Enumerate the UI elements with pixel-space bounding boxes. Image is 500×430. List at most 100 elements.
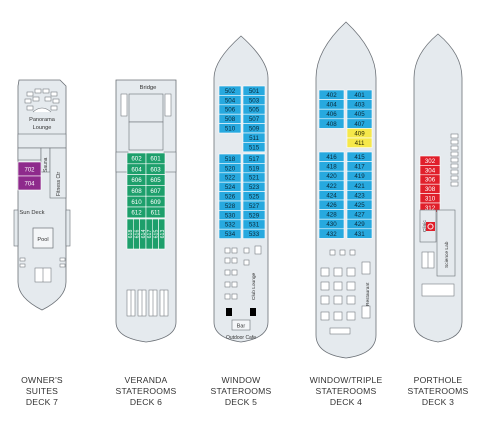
cabin-label: 614 <box>141 230 147 239</box>
cabin-label: 430 <box>326 221 337 228</box>
deck-6-caption-line: VERANDA <box>124 375 168 385</box>
cabin-408[interactable] <box>318 118 345 129</box>
cabin-label: 531 <box>249 222 260 229</box>
cabin-label: 607 <box>150 188 161 195</box>
pool <box>32 227 54 249</box>
cabin-label: 508 <box>225 116 236 123</box>
pool-label: Pool <box>37 237 48 243</box>
deck-3-caption-line: PORTHOLE <box>413 375 463 385</box>
cabin-label: 616 <box>134 230 140 239</box>
cabin-label: 609 <box>150 199 161 206</box>
cabin-611[interactable] <box>145 206 166 219</box>
cabin-label: 532 <box>225 222 236 229</box>
deck-4-caption-line: WINDOW/TRIPLE <box>309 375 383 385</box>
cabin-label: 404 <box>326 102 337 109</box>
cabin-label: 527 <box>249 203 260 210</box>
deck-3-caption: PORTHOLE STATEROOMS DECK 3 <box>393 375 483 408</box>
cabin-label: 608 <box>131 188 142 195</box>
deck-4-caption-line: DECK 4 <box>329 397 363 407</box>
deck-4-caption: WINDOW/TRIPLE STATEROOMS DECK 4 <box>301 375 391 408</box>
cabin-label: 419 <box>354 173 365 180</box>
cabin-label: 503 <box>249 97 260 104</box>
deck-6-caption-line: STATEROOMS <box>115 386 177 396</box>
cabin-613[interactable] <box>158 218 166 250</box>
deck-7-plan: Panorama Lounge Sauna Fitness Ctr 702 70… <box>13 79 71 311</box>
panorama-lounge-seating <box>24 88 60 113</box>
cabin-label: 526 <box>225 194 236 201</box>
cabin-label: 606 <box>131 177 142 184</box>
cabin-label: 601 <box>150 156 161 163</box>
cabin-label: 501 <box>249 88 260 95</box>
cabin-label: 704 <box>24 182 35 188</box>
cabin-label: 506 <box>225 107 236 114</box>
deck-7-caption: OWNER'S SUITES DECK 7 <box>0 375 87 408</box>
clinic-label: Clinic <box>422 220 428 232</box>
outdoor-cafe-label: Outdoor Cafe <box>226 335 256 341</box>
cabin-label: 401 <box>354 92 365 99</box>
cabin-label: 426 <box>326 202 337 209</box>
bar-label: Bar <box>237 324 246 330</box>
cabin-label: 522 <box>225 175 236 182</box>
cabin-label: 615 <box>153 230 159 239</box>
cabin-515[interactable] <box>242 142 266 153</box>
cabin-label: 524 <box>225 184 236 191</box>
panorama-label: Panorama <box>29 117 56 123</box>
bridge-label: Bridge <box>140 85 157 91</box>
cabin-label: 415 <box>354 154 365 161</box>
lounge-label: Lounge <box>33 125 52 131</box>
cabin-label: 427 <box>354 212 365 219</box>
cabin-label: 617 <box>147 230 153 239</box>
cabin-label: 529 <box>249 212 260 219</box>
deck-6-caption-line: DECK 6 <box>129 397 163 407</box>
deck-6-caption: VERANDA STATEROOMS DECK 6 <box>101 375 191 408</box>
sauna-label: Sauna <box>43 157 49 172</box>
cabin-label: 510 <box>225 126 236 133</box>
cabin-label: 504 <box>225 97 236 104</box>
cabin-label: 528 <box>225 203 236 210</box>
cabin-label: 405 <box>354 111 365 118</box>
cabin-label: 421 <box>354 183 365 190</box>
cabin-704[interactable] <box>17 175 42 191</box>
cabin-label: 418 <box>326 164 337 171</box>
cabin-label: 604 <box>131 166 142 173</box>
cabin-432[interactable] <box>318 228 345 239</box>
cabin-label: 515 <box>249 144 260 151</box>
cabin-label: 429 <box>354 221 365 228</box>
cabin-label: 613 <box>160 230 166 239</box>
cabin-label: 431 <box>354 231 365 238</box>
cabin-label: 611 <box>151 210 161 217</box>
bar <box>231 319 251 331</box>
cabin-label: 409 <box>354 130 365 137</box>
cabin-label: 530 <box>225 212 236 219</box>
cabin-label: 422 <box>326 183 337 190</box>
cabin-label: 602 <box>131 156 142 163</box>
cabin-label: 517 <box>249 156 260 163</box>
science-lab-label: Science Lab <box>444 241 450 268</box>
cabin-label: 428 <box>326 212 337 219</box>
cabin-label: 520 <box>225 165 236 172</box>
cabin-411[interactable] <box>346 137 373 148</box>
deck-5-caption-line: STATEROOMS <box>210 386 272 396</box>
cabin-label: 509 <box>249 126 260 133</box>
fitness-label: Fitness Ctr <box>56 171 62 196</box>
cabin-label: 417 <box>354 164 365 171</box>
cabin-label: 425 <box>354 202 365 209</box>
cabin-534[interactable] <box>218 228 242 239</box>
sun-deck-label: Sun Deck <box>19 210 44 216</box>
cabin-label: 507 <box>249 116 260 123</box>
deck-3-caption-line: STATEROOMS <box>407 386 469 396</box>
cabin-label: 534 <box>225 231 236 238</box>
restaurant-label: Restaurant <box>365 282 371 306</box>
cabin-510[interactable] <box>218 123 242 134</box>
cabin-533[interactable] <box>242 228 266 239</box>
cabin-label: 605 <box>150 177 161 184</box>
deck-7-caption-line: DECK 7 <box>25 397 59 407</box>
cabin-label: 310 <box>425 196 436 203</box>
cabin-label: 408 <box>326 121 337 128</box>
cabin-label: 407 <box>354 121 365 128</box>
cabin-431[interactable] <box>346 228 373 239</box>
cabin-label: 302 <box>425 158 436 165</box>
medical-cross-icon <box>426 222 435 231</box>
